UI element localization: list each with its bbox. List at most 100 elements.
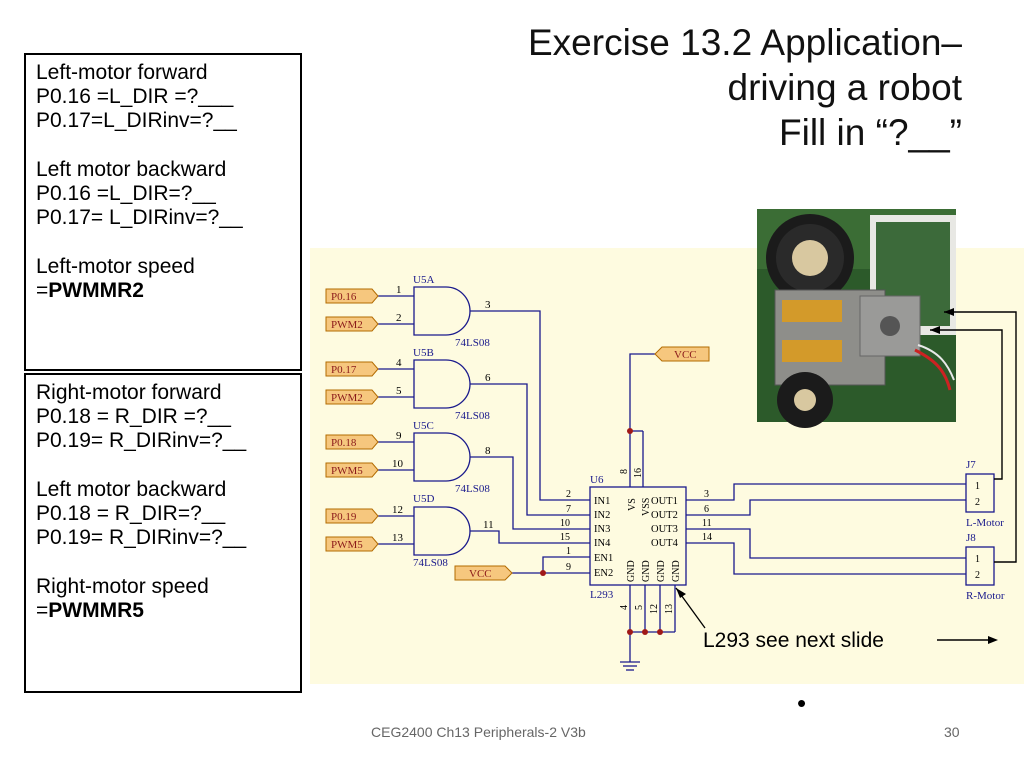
left-box-line: P0.17= L_DIRinv=?__ xyxy=(36,206,243,230)
net-label-text: PWM2 xyxy=(331,392,363,404)
pin-number: 9 xyxy=(566,562,571,573)
net-label-text: PWM5 xyxy=(331,465,363,477)
chip-pin-name: OUT4 xyxy=(651,538,679,549)
bullet-icon: • xyxy=(797,688,807,718)
pin-number: 5 xyxy=(634,605,645,610)
gate-ref: U5B xyxy=(413,347,434,359)
net-label-text: P0.19 xyxy=(331,511,357,523)
right-speed-line: =PWMMR5 xyxy=(36,599,300,623)
gate-part: 74LS08 xyxy=(455,337,490,349)
vcc-left-label: VCC xyxy=(469,568,492,580)
pin-number: 1 xyxy=(396,284,402,296)
chip-pin-name: IN2 xyxy=(594,510,610,521)
title-line-1: Exercise 13.2 Application– xyxy=(528,22,962,63)
slide-title: Exercise 13.2 Application– driving a rob… xyxy=(442,20,962,155)
chip-pin-name: IN4 xyxy=(594,538,611,549)
pin-number: 15 xyxy=(560,532,570,543)
chip-ref: U6 xyxy=(590,474,604,486)
next-slide-arrow-head xyxy=(988,636,998,644)
footer-course: CEG2400 Ch13 Peripherals-2 V3b xyxy=(371,724,586,740)
right-box-line: Left motor backward xyxy=(36,477,227,501)
pin-number: 8 xyxy=(485,445,491,457)
chip-pin-name: OUT1 xyxy=(651,496,678,507)
right-box-line: Right-motor forward xyxy=(36,381,222,404)
right-box-line: P0.18 = R_DIR=?__ xyxy=(36,502,226,525)
pin-number: 13 xyxy=(664,604,675,614)
net-label-text: P0.18 xyxy=(331,437,357,449)
left-motor-box: Left-motor forward P0.16 =L_DIR =?___ P0… xyxy=(24,53,302,371)
left-box-line: Left-motor forward xyxy=(36,61,208,84)
left-speed-value: PWMMR2 xyxy=(48,278,144,302)
pin-number: 16 xyxy=(633,468,644,478)
connector-pin: 1 xyxy=(975,481,980,492)
right-box-line: P0.18 = R_DIR =?__ xyxy=(36,405,231,429)
net-label-text: PWM5 xyxy=(331,539,363,551)
pin-number: 10 xyxy=(560,518,570,529)
pin-number: 12 xyxy=(649,604,660,614)
pin-number: 13 xyxy=(392,532,404,544)
pin-number: 11 xyxy=(483,519,494,531)
connector-pin: 1 xyxy=(975,554,980,565)
pin-number: 14 xyxy=(702,532,712,543)
chip-pin-name: GND xyxy=(656,560,667,582)
title-line-2: driving a robot xyxy=(727,67,962,108)
net-label-text: P0.17 xyxy=(331,364,357,376)
connector-ref: J7 xyxy=(966,459,976,471)
chip-pin-name: EN1 xyxy=(594,553,613,564)
left-box-line: P0.17=L_DIRinv=?__ xyxy=(36,109,237,133)
pin-number: 6 xyxy=(485,372,491,384)
annotation-text: L293 see next slide xyxy=(703,629,884,652)
left-box-line: Left motor backward xyxy=(36,157,227,181)
gate-part: 74LS08 xyxy=(455,483,490,495)
chip-pin-name: GND xyxy=(671,560,682,582)
right-speed-value: PWMMR5 xyxy=(48,598,144,622)
pin-number: 3 xyxy=(485,299,491,311)
left-box-line: P0.16 =L_DIR =?___ xyxy=(36,85,234,109)
net-label-text: P0.16 xyxy=(331,291,357,303)
chip-pin-name: OUT3 xyxy=(651,524,678,535)
right-motor-box: Right-motor forward P0.18 = R_DIR =?__ P… xyxy=(24,373,302,693)
left-speed-prefix: = xyxy=(36,278,49,302)
pin-number: 9 xyxy=(396,430,402,442)
chip-part: L293 xyxy=(590,589,614,601)
robot-photo xyxy=(757,209,956,428)
chip-pin-name: IN1 xyxy=(594,496,610,507)
connector-name: L-Motor xyxy=(966,517,1004,529)
gate-ref: U5C xyxy=(413,420,434,432)
chip-pin-name: IN3 xyxy=(594,524,610,535)
pin-number: 2 xyxy=(566,489,571,500)
pin-number: 11 xyxy=(702,518,712,529)
chip-pin-name: GND xyxy=(626,560,637,582)
chip-pin-name: OUT2 xyxy=(651,510,678,521)
connector-pin: 2 xyxy=(975,570,980,581)
vcc-top-label: VCC xyxy=(674,349,697,361)
pin-number: 8 xyxy=(619,469,630,474)
pin-number: 4 xyxy=(396,357,402,369)
connector-name: R-Motor xyxy=(966,590,1005,602)
pin-number: 5 xyxy=(396,385,402,397)
pin-number: 12 xyxy=(392,504,403,516)
connector-pin: 2 xyxy=(975,497,980,508)
right-box-line: Right-motor speed xyxy=(36,574,209,598)
title-line-3: Fill in “?__” xyxy=(779,112,962,153)
annotation-pointer-head xyxy=(676,588,686,598)
chip-pin-name: VS xyxy=(627,498,638,511)
gate-part: 74LS08 xyxy=(455,410,490,422)
pin-number: 6 xyxy=(704,504,709,515)
chip-pin-name: GND xyxy=(641,560,652,582)
pin-number: 10 xyxy=(392,458,404,470)
left-box-line: P0.16 =L_DIR=?__ xyxy=(36,182,216,205)
left-speed-line: =PWMMR2 xyxy=(36,279,300,303)
net-label-text: PWM2 xyxy=(331,319,363,331)
footer-page-number: 30 xyxy=(944,724,960,740)
pin-number: 2 xyxy=(396,312,402,324)
pin-number: 7 xyxy=(566,504,571,515)
pin-number: 3 xyxy=(704,489,709,500)
gate-part: 74LS08 xyxy=(413,557,448,569)
right-speed-prefix: = xyxy=(36,598,49,622)
gate-ref: U5D xyxy=(413,493,434,505)
right-box-line: P0.19= R_DIRinv=?__ xyxy=(36,526,247,550)
right-box-line: P0.19= R_DIRinv=?__ xyxy=(36,429,247,453)
connector-ref: J8 xyxy=(966,532,976,544)
